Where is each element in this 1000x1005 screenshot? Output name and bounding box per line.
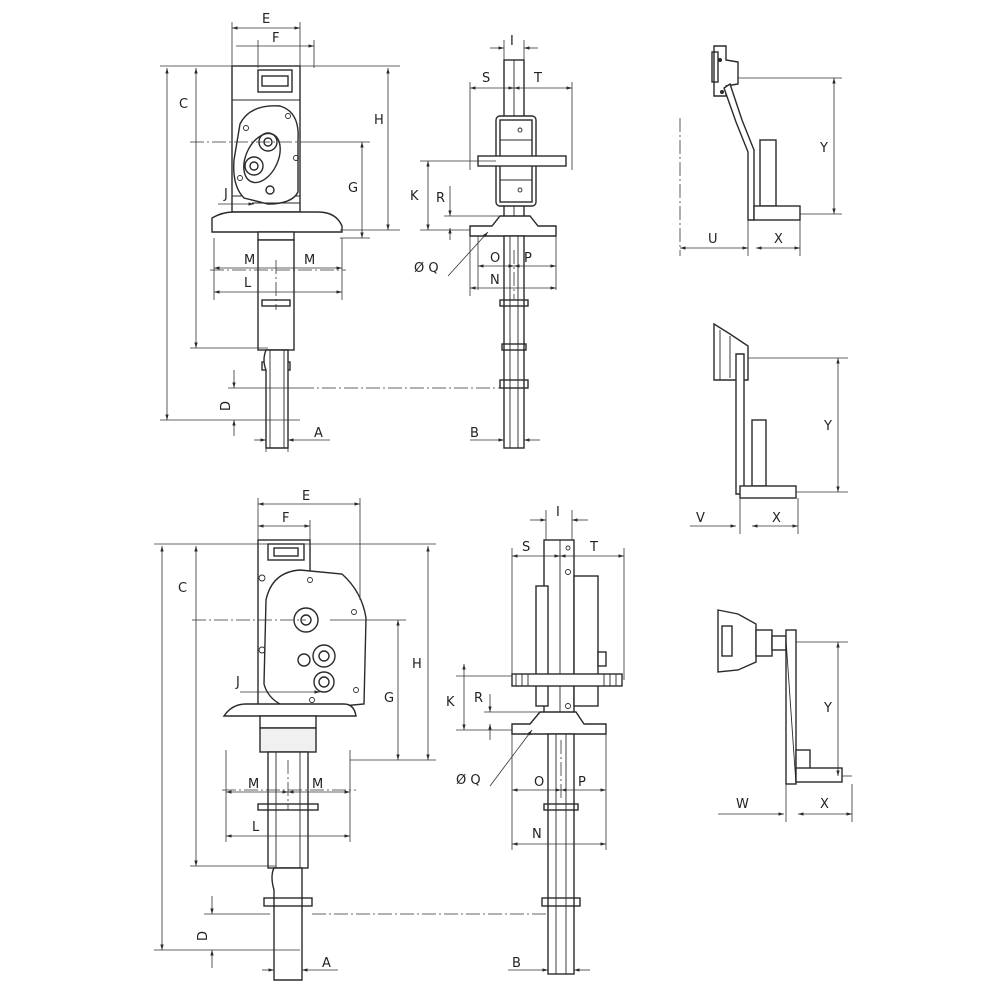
b-gear-2 bbox=[312, 644, 336, 668]
dim-label-C: C bbox=[179, 97, 188, 112]
handle2-sleeve bbox=[751, 419, 767, 487]
bottom-front-view: E F C H G J M M L bbox=[154, 489, 556, 981]
b-inner-spindle bbox=[271, 867, 303, 981]
dim-label-V: V bbox=[696, 511, 705, 526]
dim-label-U: U bbox=[708, 232, 718, 247]
b-dim-label-G: G bbox=[384, 691, 394, 706]
b-gear-3 bbox=[313, 671, 335, 693]
dim-label-X1: X bbox=[774, 232, 783, 247]
b-dim-label-C: C bbox=[178, 581, 187, 596]
dim-label-Q: Ø Q bbox=[414, 261, 439, 276]
dim-label-R: R bbox=[436, 191, 445, 206]
dim-label-L: L bbox=[244, 276, 252, 291]
b-side-base bbox=[511, 711, 607, 735]
handle2-bolt bbox=[739, 485, 797, 499]
dim-label-B: B bbox=[470, 426, 479, 441]
handle3-bolt bbox=[795, 767, 843, 783]
dim-label-F: F bbox=[272, 31, 279, 46]
top-side-view: I S T K R Ø Q O P N B bbox=[410, 34, 573, 449]
b-base-plate bbox=[222, 703, 357, 717]
dim-label-H: H bbox=[374, 113, 384, 128]
dim-label-W: W bbox=[736, 797, 749, 812]
b-dim-label-L: L bbox=[252, 820, 260, 835]
b-dim-label-I: I bbox=[556, 505, 560, 520]
gear-lower bbox=[244, 156, 264, 176]
b-dim-label-D: D bbox=[196, 931, 211, 941]
bottom-side-view: I S T K R Ø Q O P N B bbox=[446, 505, 625, 975]
b-side-plate bbox=[535, 585, 549, 707]
dim-label-X3: X bbox=[820, 797, 829, 812]
dim-label-G: G bbox=[348, 181, 358, 196]
b-crank-shaft bbox=[511, 673, 623, 687]
dim-label-Y1: Y bbox=[819, 141, 828, 156]
dim-label-A: A bbox=[314, 426, 323, 441]
b-dim-label-K: K bbox=[446, 695, 455, 710]
b-dim-label-S: S bbox=[522, 540, 530, 555]
b-flange-2 bbox=[259, 727, 317, 753]
b-gear-cover bbox=[263, 569, 367, 711]
grip-bolt bbox=[753, 205, 801, 221]
handle-detail-3: Y W X bbox=[717, 609, 853, 822]
base-plate bbox=[211, 211, 343, 233]
dim-label-M1: M bbox=[244, 253, 255, 268]
b-dim-label-P: P bbox=[578, 775, 586, 790]
dim-label-N: N bbox=[490, 273, 500, 288]
dim-label-Y2: Y bbox=[823, 419, 832, 434]
b-dim-label-E: E bbox=[302, 489, 310, 504]
dim-label-K: K bbox=[410, 189, 419, 204]
b-dim-label-A: A bbox=[322, 956, 331, 971]
b-dim-label-B: B bbox=[512, 956, 521, 971]
dim-label-S: S bbox=[482, 71, 490, 86]
dim-label-J: J bbox=[223, 187, 228, 202]
handle3-hub bbox=[717, 609, 757, 673]
b-dim-label-R: R bbox=[474, 691, 483, 706]
handle-arm bbox=[723, 82, 755, 221]
label-plate bbox=[257, 69, 293, 93]
handle-detail-1: Y U X bbox=[679, 45, 842, 256]
b-flange-1 bbox=[259, 715, 317, 729]
top-front-view: E F C H G J M M L bbox=[160, 12, 500, 452]
dim-label-E: E bbox=[262, 12, 270, 27]
dim-label-D: D bbox=[219, 401, 234, 411]
handle2-arm bbox=[735, 353, 745, 495]
dim-label-M2: M bbox=[304, 253, 315, 268]
b-dim-label-F: F bbox=[282, 511, 289, 526]
dim-label-T: T bbox=[533, 71, 542, 86]
dim-label-I: I bbox=[510, 34, 514, 49]
b-dim-label-J: J bbox=[235, 675, 240, 690]
side-base-plate bbox=[469, 215, 557, 237]
dim-label-Y3: Y bbox=[823, 701, 832, 716]
b-dim-label-N: N bbox=[532, 827, 542, 842]
b-dim-label-M2: M bbox=[312, 777, 323, 792]
grip-sleeve bbox=[759, 139, 777, 207]
flange bbox=[257, 231, 295, 241]
b-dim-label-M1: M bbox=[248, 777, 259, 792]
handle-detail-2: Y V X bbox=[690, 322, 848, 534]
b-dim-label-H: H bbox=[412, 657, 422, 672]
dim-label-P: P bbox=[524, 251, 532, 266]
b-dim-label-O: O bbox=[534, 775, 544, 790]
gear-cover bbox=[233, 105, 299, 205]
dim-label-O: O bbox=[490, 251, 500, 266]
b-dim-label-T: T bbox=[589, 540, 598, 555]
b-dim-label-Q: Ø Q bbox=[456, 773, 481, 788]
dim-label-X2: X bbox=[772, 511, 781, 526]
b-side-column bbox=[543, 539, 575, 731]
